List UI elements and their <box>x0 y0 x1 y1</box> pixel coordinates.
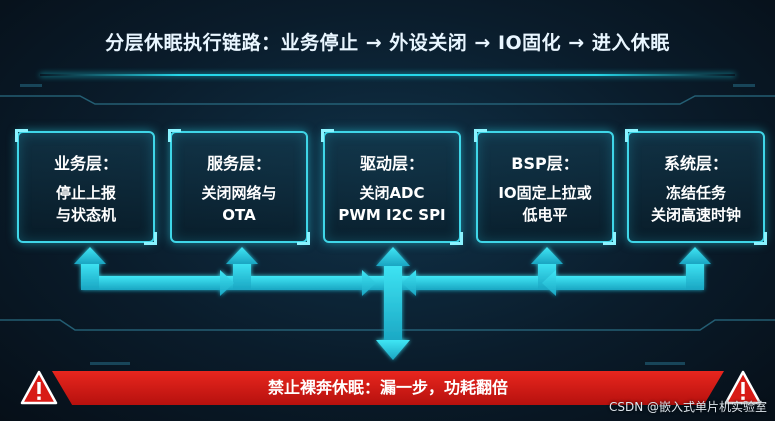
layer-box-driver: 驱动层： 关闭ADC PWM I2C SPI <box>321 129 463 245</box>
right-arrowhead <box>220 270 234 296</box>
corner-decoration <box>625 129 638 142</box>
up-arrow-driver <box>376 247 410 266</box>
down-arrow-sleep <box>376 340 410 360</box>
corner-decoration <box>754 232 767 245</box>
watermark: CSDN @嵌入式单片机实验室 <box>608 400 767 414</box>
corner-decoration <box>15 129 28 142</box>
arrow-shaft <box>233 262 251 290</box>
layer-description: 停止上报 与状态机 <box>19 182 153 226</box>
layer-desc-line: PWM I2C SPI <box>338 206 446 224</box>
layer-description: 冻结任务 关闭高速时钟 <box>629 182 763 226</box>
layer-box-service: 服务层： 关闭网络与 OTA <box>168 129 310 245</box>
corner-decoration <box>168 129 181 142</box>
layer-desc-line: 关闭ADC <box>359 184 425 202</box>
layer-name: 业务层： <box>53 154 118 173</box>
up-arrow-system <box>679 247 711 264</box>
corner-decoration <box>297 232 310 245</box>
layer-box-bsp: BSP层： IO固定上拉或 低电平 <box>474 129 616 245</box>
layer-desc-line: IO固定上拉或 <box>498 184 592 202</box>
corner-decoration <box>144 232 157 245</box>
arrow-shaft <box>81 262 99 290</box>
center-vertical-shaft <box>384 262 402 344</box>
layer-desc-line: 低电平 <box>522 206 568 224</box>
layer-description: 关闭网络与 OTA <box>172 182 306 226</box>
corner-decoration <box>450 232 463 245</box>
left-arrowhead <box>542 270 556 296</box>
layer-box-system: 系统层： 冻结任务 关闭高速时钟 <box>625 129 767 245</box>
left-arrowhead <box>402 270 416 296</box>
layer-desc-line: 停止上报 <box>55 184 116 202</box>
layer-box-business: 业务层： 停止上报 与状态机 <box>15 129 157 245</box>
corner-decoration <box>474 129 487 142</box>
layer-name: 驱动层： <box>359 154 424 173</box>
warning-triangle-icon <box>20 370 58 405</box>
layer-desc-line: 与状态机 <box>55 206 116 224</box>
title-separator <box>40 74 735 76</box>
layer-desc-line: 关闭网络与 <box>201 184 277 202</box>
up-arrow-service <box>226 247 258 264</box>
warning-banner <box>52 371 724 405</box>
corner-decoration <box>321 129 334 142</box>
right-arrowhead <box>362 270 376 296</box>
layer-desc-line: 关闭高速时钟 <box>650 206 741 224</box>
up-arrow-bsp <box>531 247 563 264</box>
layer-desc-line: 冻结任务 <box>665 184 726 202</box>
corner-decoration <box>603 232 616 245</box>
up-arrow-business <box>74 247 106 264</box>
warning-text: 禁止裸奔休眠：漏一步，功耗翻倍 <box>267 378 508 397</box>
arrow-shaft <box>686 262 704 290</box>
layer-name: 服务层： <box>206 154 271 173</box>
layer-description: IO固定上拉或 低电平 <box>478 182 612 226</box>
layer-description: 关闭ADC PWM I2C SPI <box>325 182 459 226</box>
diagram-title: 分层休眠执行链路：业务停止 → 外设关闭 → IO固化 → 进入休眠 <box>105 32 670 54</box>
layer-name: BSP层： <box>511 154 579 173</box>
warning-triangle-icon <box>724 370 762 405</box>
layer-name: 系统层： <box>663 154 728 173</box>
layer-desc-line: OTA <box>222 206 256 224</box>
